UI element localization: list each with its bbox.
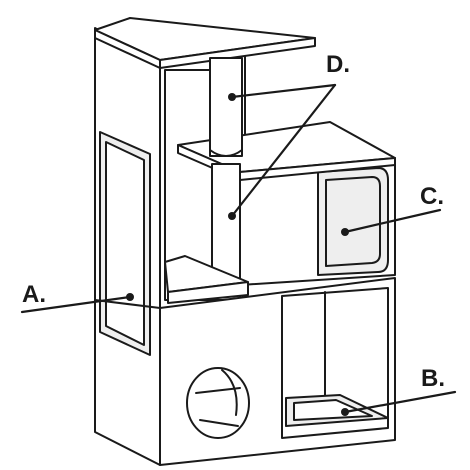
leader-d-lower-dot xyxy=(228,212,236,220)
scratch-mat-inner xyxy=(106,142,144,345)
leader-c-dot xyxy=(341,228,349,236)
leader-a-dot xyxy=(126,293,134,301)
label-d: D. xyxy=(326,51,350,78)
leader-b-dot xyxy=(341,408,349,416)
upper-post-body xyxy=(210,58,242,156)
label-c: C. xyxy=(420,183,444,210)
leader-d-upper-dot xyxy=(228,93,236,101)
leader-d-upper xyxy=(232,85,335,97)
label-b: B. xyxy=(421,365,445,392)
cave-opening-c xyxy=(318,168,388,275)
label-a: A. xyxy=(22,281,46,308)
round-entrance-hole xyxy=(187,368,249,438)
sisal-post-upper xyxy=(210,58,242,156)
